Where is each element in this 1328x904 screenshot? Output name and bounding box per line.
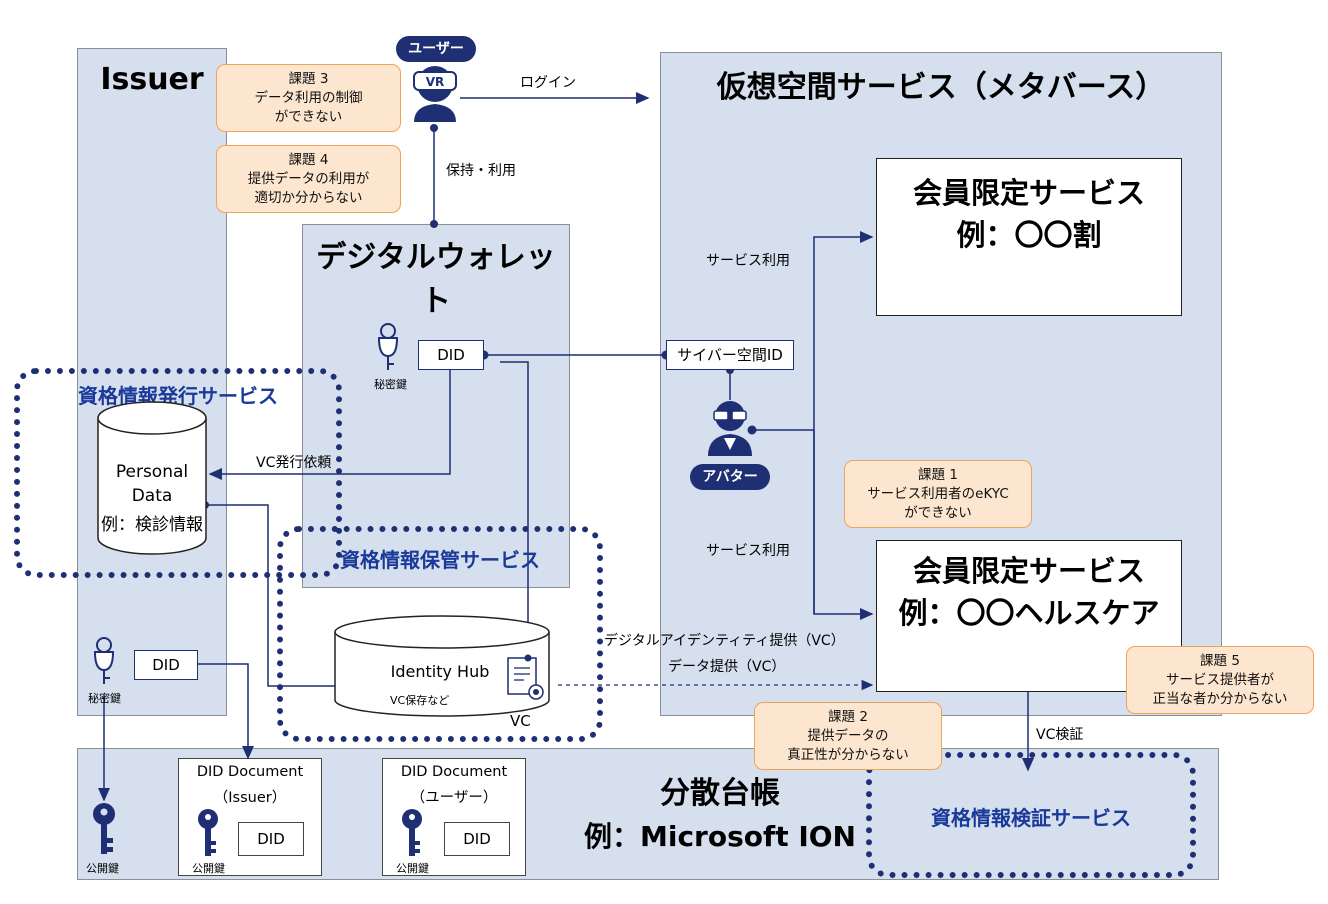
vc-label: VC (510, 712, 531, 730)
issuer-private-key-icon (93, 637, 115, 684)
did-ledger-arrow (198, 663, 254, 760)
issuer-panel (77, 48, 227, 716)
issuance-service-area (14, 368, 342, 578)
metaverse-title: 仮想空間サービス（メタバース） (716, 70, 1166, 105)
personal-data-line1: Personal (115, 462, 189, 482)
service1-line2: 例：〇〇割 (956, 218, 1102, 252)
certificate-icon (507, 654, 544, 700)
did-vc-line (500, 361, 529, 656)
ledger-public-key-label: 公開鍵 (86, 862, 119, 875)
digital-identity-label: デジタルアイデンティティ提供（VC） (604, 633, 845, 649)
data-provision-label: データ提供（VC） (668, 659, 786, 675)
doc-issuer-did-box: DID (238, 822, 304, 856)
doc-issuer-key-label: 公開鍵 (192, 862, 225, 875)
storage-service-label: 資格情報保管サービス (340, 548, 540, 572)
ledger-public-key-icon (93, 803, 115, 854)
service2-line2: 例：〇〇ヘルスケア (898, 596, 1160, 630)
service-use-2-label: サービス利用 (706, 543, 790, 559)
issuer-private-key-label: 秘密鍵 (88, 692, 121, 705)
avatar-icon (708, 401, 752, 456)
avatar-badge: アバター (690, 464, 770, 490)
identity-hub-subtitle: VC保存など (390, 694, 450, 707)
login-label: ログイン (520, 75, 576, 91)
issuer-title: Issuer (100, 62, 204, 97)
vr-text: VR (426, 75, 445, 89)
wallet-title: デジタルウォレット (316, 240, 556, 319)
vc-verify-label: VC検証 (1036, 727, 1084, 743)
doc-user-did-box: DID (444, 822, 510, 856)
wallet-private-key-icon (377, 323, 399, 370)
doc-user-key-icon (402, 809, 422, 856)
doc-issuer-subtitle: （Issuer） (213, 790, 287, 806)
service1-line1: 会員限定サービス (912, 176, 1145, 210)
ledger-subtitle: 例：Microsoft ION (584, 820, 856, 853)
service-use-2-arrow (813, 430, 874, 620)
ledger-title: 分散台帳 (660, 776, 780, 811)
service2-line1: 会員限定サービス (912, 554, 1145, 588)
doc-issuer-key-icon (198, 809, 218, 856)
personal-data-line2: Data (131, 486, 173, 506)
identity-hub-title: Identity Hub (390, 662, 490, 681)
personal-data-cylinder (97, 401, 207, 555)
service-use-1-label: サービス利用 (706, 253, 790, 269)
vc-request-arrow (208, 370, 451, 480)
storage-service-area (277, 526, 603, 742)
user-badge: ユーザー (396, 36, 476, 62)
issuer-did-box: DID (134, 650, 198, 680)
member-service-1 (876, 158, 1182, 316)
doc-user-title: DID Document (400, 764, 508, 780)
wallet-did-box: DID (418, 340, 484, 370)
identity-hub-cylinder (334, 615, 550, 717)
hold-use-label: 保持・利用 (446, 163, 516, 179)
doc-issuer-title: DID Document (196, 764, 304, 780)
doc-user-key-label: 公開鍵 (396, 862, 429, 875)
verification-service-area (866, 752, 1196, 878)
personal-data-line3: 例：検診情報 (101, 515, 203, 535)
vc-request-label: VC発行依頼 (256, 455, 332, 471)
cyber-id-box: サイバー空間ID (666, 340, 794, 370)
vr-user-icon: VR (413, 66, 457, 122)
wallet-private-key-label: 秘密鍵 (374, 378, 407, 391)
verification-service-label: 資格情報検証サービス (931, 806, 1131, 830)
doc-user-subtitle: （ユーザー） (410, 790, 498, 806)
service-use-1-arrow (813, 231, 874, 614)
